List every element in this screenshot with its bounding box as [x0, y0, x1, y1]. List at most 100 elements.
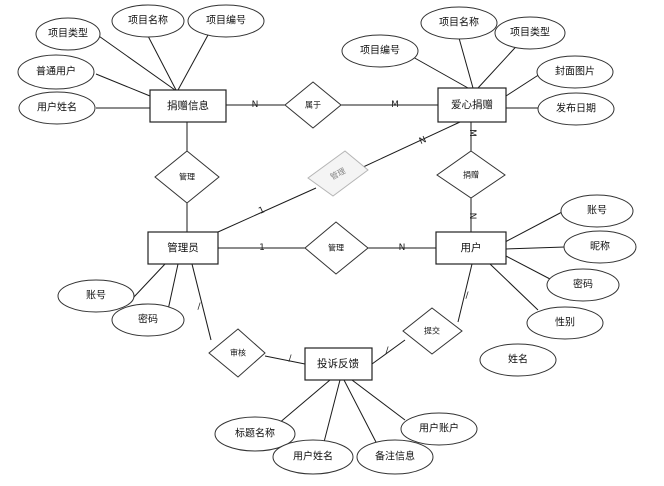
relation-label: 捐赠	[463, 170, 479, 180]
card-manage-user-user: N	[399, 243, 406, 253]
edge-user-gender	[489, 263, 539, 311]
edge-complaint-account	[351, 379, 406, 421]
entity-charity-donation[interactable]: 爱心捐赠	[437, 87, 507, 123]
card-donate-user: N	[467, 213, 477, 220]
edge-user-password	[505, 255, 551, 280]
svg-text:封面图片: 封面图片	[555, 65, 595, 78]
relation-manage-user[interactable]: 管理	[304, 221, 369, 275]
relation-label: 属于	[305, 101, 321, 110]
edge-user-account	[504, 211, 563, 243]
svg-text:项目类型: 项目类型	[510, 26, 550, 39]
entity-label: 捐赠信息	[167, 99, 209, 112]
svg-text:标题名称: 标题名称	[235, 427, 275, 440]
edge-complaint-title	[277, 379, 331, 425]
entity-box	[147, 231, 219, 265]
svg-text:项目名称: 项目名称	[439, 16, 479, 29]
edge-admin-password	[167, 263, 179, 311]
edge-admin-review	[191, 263, 212, 341]
entity-label: 管理员	[167, 241, 199, 254]
relation-diamond	[307, 150, 369, 197]
attr-charity-publish-date: 发布日期	[537, 92, 615, 126]
attr-complaint-user-name: 用户姓名	[272, 439, 354, 475]
edge-donation-type	[95, 33, 176, 91]
card-admin-charity-charity: N	[418, 135, 428, 147]
entity-admin[interactable]: 管理员	[147, 231, 219, 265]
entity-label: 投诉反馈	[317, 357, 359, 370]
svg-text:项目编号: 项目编号	[360, 44, 400, 57]
svg-text:项目类型: 项目类型	[48, 27, 88, 40]
svg-text:项目编号: 项目编号	[206, 14, 246, 27]
card-review-complaint: /	[288, 354, 292, 364]
attr-complaint-title: 标题名称	[214, 416, 296, 452]
relation-label: 管理	[179, 172, 195, 182]
entity-box	[435, 231, 507, 265]
relation-diamond	[284, 81, 342, 129]
attr-complaint-note: 备注信息	[356, 439, 434, 475]
entity-box	[437, 87, 507, 123]
edge-admin-manage-faint	[217, 187, 317, 233]
svg-text:账号: 账号	[86, 290, 106, 302]
attr-user-name: 姓名	[479, 343, 557, 377]
edge-admin-account	[132, 263, 166, 299]
svg-text:账号: 账号	[587, 205, 607, 217]
svg-text:备注信息: 备注信息	[375, 450, 415, 463]
edge-manage-faint-charity	[360, 121, 461, 169]
attr-user-password: 密码	[546, 268, 620, 302]
attr-donation-normal-user: 普通用户	[17, 54, 95, 90]
entity-donation-info[interactable]: 捐赠信息	[149, 89, 227, 123]
entity-label: 用户	[461, 241, 482, 254]
attr-donation-project-name: 项目名称	[111, 4, 185, 38]
card-belongs-right: M	[391, 100, 399, 110]
attr-charity-cover-image: 封面图片	[536, 55, 614, 89]
edge-review-complaint	[264, 355, 306, 365]
relation-donate[interactable]: 捐赠	[436, 150, 506, 199]
attr-charity-project-name: 项目名称	[420, 6, 498, 40]
attr-charity-project-no: 项目编号	[341, 34, 419, 68]
relation-belongs-to[interactable]: 属于	[284, 81, 342, 129]
cardinality-labels: N M 1 N M N 1 N / / / /	[197, 100, 477, 364]
attr-user-account: 账号	[560, 194, 634, 228]
card-review-admin: /	[197, 302, 201, 312]
relation-diamond	[154, 150, 220, 204]
relation-diamond	[304, 221, 369, 275]
svg-text:密码: 密码	[573, 278, 593, 291]
svg-text:性别: 性别	[555, 316, 575, 329]
attr-user-nickname: 昵称	[563, 230, 637, 264]
relation-review[interactable]: 审核	[208, 328, 266, 378]
relation-diamond	[436, 150, 506, 199]
attr-donation-project-type: 项目类型	[35, 17, 101, 51]
relation-manage-charity[interactable]: 管理	[307, 150, 369, 197]
attr-donation-user-name: 用户姓名	[18, 91, 96, 125]
attr-donation-project-no: 项目编号	[187, 4, 265, 38]
edge-complaint-note	[343, 379, 379, 447]
relation-label: 提交	[424, 326, 440, 336]
card-submit-complaint: /	[385, 346, 389, 356]
svg-text:姓名: 姓名	[508, 353, 528, 366]
entity-box	[149, 89, 227, 123]
relation-diamond	[208, 328, 266, 378]
relation-manage-donation-info[interactable]: 管理	[154, 150, 220, 204]
relation-diamond	[402, 307, 463, 355]
attr-admin-password: 密码	[111, 303, 185, 337]
svg-text:用户姓名: 用户姓名	[293, 450, 333, 463]
card-belongs-left: N	[252, 100, 259, 110]
attr-complaint-user-account: 用户账户	[400, 412, 478, 446]
entity-label: 爱心捐赠	[451, 98, 493, 111]
entity-user[interactable]: 用户	[435, 231, 507, 265]
entity-complaint[interactable]: 投诉反馈	[304, 347, 373, 381]
svg-text:用户账户: 用户账户	[419, 422, 459, 435]
svg-text:密码: 密码	[138, 313, 158, 326]
attr-charity-project-type: 项目类型	[494, 16, 566, 50]
relation-submit[interactable]: 提交	[402, 307, 463, 355]
svg-text:发布日期: 发布日期	[556, 102, 596, 115]
edge-donation-no	[177, 34, 209, 91]
card-admin-charity-admin: 1	[257, 205, 266, 216]
attr-user-gender: 性别	[526, 306, 604, 340]
svg-text:普通用户: 普通用户	[36, 65, 76, 78]
edge-charity-name	[458, 37, 474, 89]
relation-label: 管理	[328, 243, 344, 253]
svg-text:项目名称: 项目名称	[128, 14, 168, 27]
edge-complaint-submit	[371, 339, 406, 365]
edge-complaint-username	[322, 379, 341, 447]
